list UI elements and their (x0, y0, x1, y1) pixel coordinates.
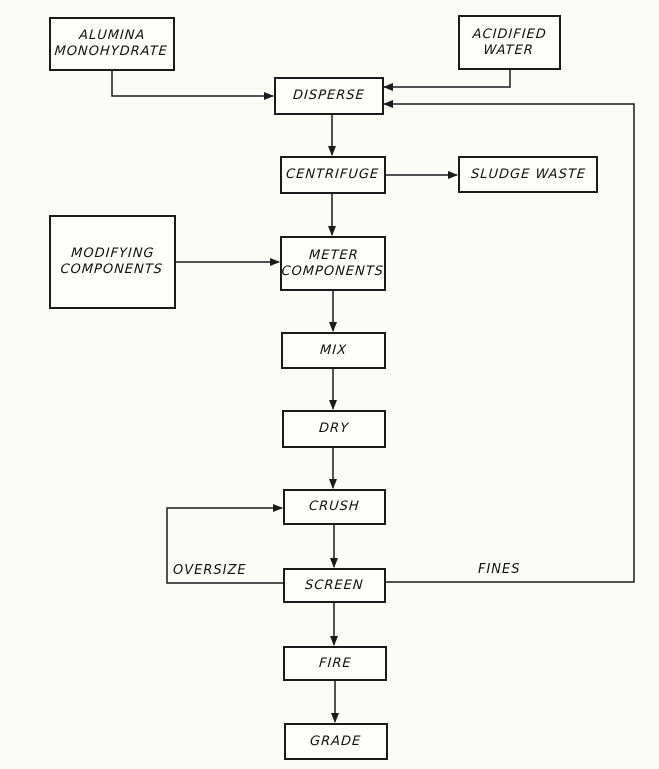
node-centrifuge: CENTRIFUGE (280, 156, 386, 194)
node-sludge-waste: SLUDGE WASTE (458, 156, 598, 193)
node-dry: DRY (282, 410, 386, 448)
node-mix: MIX (281, 332, 386, 369)
node-screen: SCREEN (283, 568, 386, 603)
node-crush: CRUSH (283, 489, 386, 525)
node-label: MODIFYING COMPONENTS (60, 246, 164, 277)
node-grade: GRADE (284, 723, 388, 760)
node-label: GRADE (309, 733, 363, 749)
node-disperse: DISPERSE (274, 77, 384, 115)
node-label: FIRE (318, 655, 352, 671)
node-modifying-components: MODIFYING COMPONENTS (49, 215, 176, 309)
edge-alumina-to-disperse (111, 70, 274, 100)
node-label: ACIDIFIED WATER (472, 26, 548, 58)
edge-screen-oversize-to-crush (166, 504, 283, 584)
edge-label-fines: FINES (478, 562, 521, 577)
node-label: ALUMINA MONOHYDRATE (54, 28, 169, 59)
node-meter-components: METER COMPONENTS (280, 236, 386, 291)
node-label: CRUSH (308, 499, 361, 514)
node-alumina-monohydrate: ALUMINA MONOHYDRATE (49, 17, 175, 71)
node-label: SLUDGE WASTE (470, 166, 587, 182)
node-label: DISPERSE (292, 88, 366, 103)
node-label: CENTRIFUGE (285, 167, 381, 182)
node-label: MIX (319, 342, 348, 358)
edge-label-oversize: OVERSIZE (173, 563, 247, 578)
edge-screen-fines-to-disperse (383, 100, 635, 583)
node-fire: FIRE (283, 646, 387, 681)
node-label: METER COMPONENTS (280, 247, 385, 279)
node-acidified-water: ACIDIFIED WATER (458, 15, 561, 70)
node-label: SCREEN (304, 577, 365, 593)
edge-acidified-water-to-disperse (383, 69, 511, 91)
node-label: DRY (318, 421, 350, 436)
